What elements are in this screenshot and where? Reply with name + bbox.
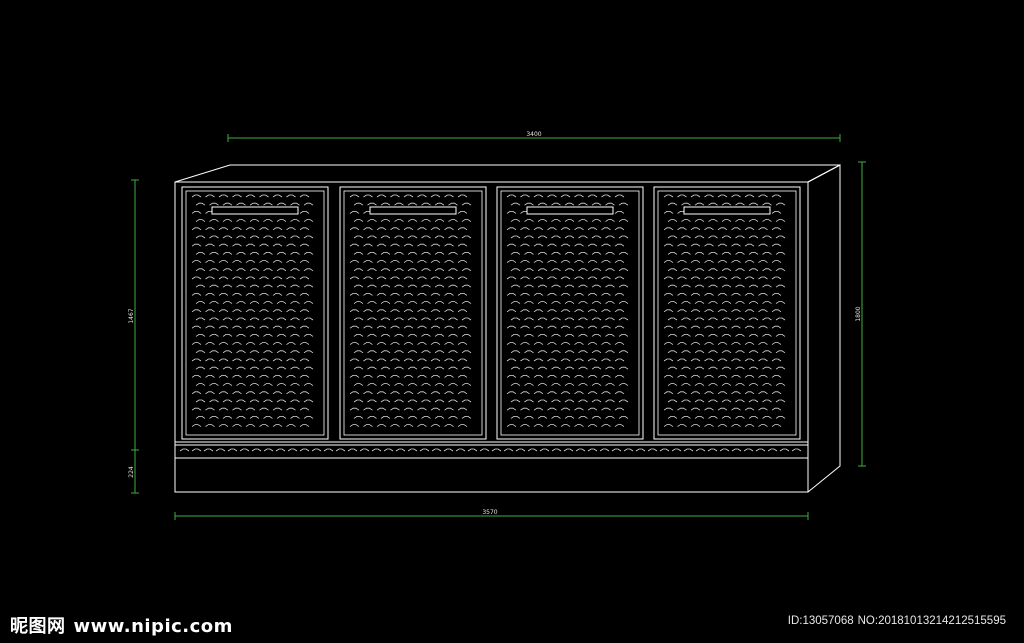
watermark-site-url: www.nipic.com xyxy=(73,616,233,637)
door-handle xyxy=(211,206,299,215)
cabinet-door xyxy=(181,186,329,440)
doors-group xyxy=(181,186,801,440)
watermark-no-text: NO:20181013214212515595 xyxy=(857,615,1006,627)
cabinet-door xyxy=(496,186,644,440)
dimension-left-upper-text: 1467 xyxy=(128,308,135,323)
cabinet-door xyxy=(339,186,487,440)
dimension-bottom: 3570 xyxy=(174,509,809,520)
dimension-top-text: 3400 xyxy=(526,131,541,138)
door-handle xyxy=(526,206,614,215)
cabinet-door xyxy=(653,186,801,440)
dimension-right-text: 1800 xyxy=(855,306,862,321)
watermark-logo: 昵图网 www.nipic.com xyxy=(10,612,233,638)
dimension-left: 1467 224 xyxy=(128,179,139,494)
watermark-site-cn: 昵图网 xyxy=(10,616,66,637)
door-handle xyxy=(369,206,457,215)
plinth-pattern xyxy=(179,448,802,452)
cabinet-outline xyxy=(174,164,841,493)
dimension-top: 3400 xyxy=(227,131,841,142)
dimension-left-lower-text: 224 xyxy=(128,466,135,478)
dimension-bottom-text: 3570 xyxy=(482,509,497,516)
door-handle xyxy=(683,206,771,215)
dimension-right: 1800 xyxy=(855,161,866,467)
watermark-id-text: ID:13057068 xyxy=(787,615,854,627)
